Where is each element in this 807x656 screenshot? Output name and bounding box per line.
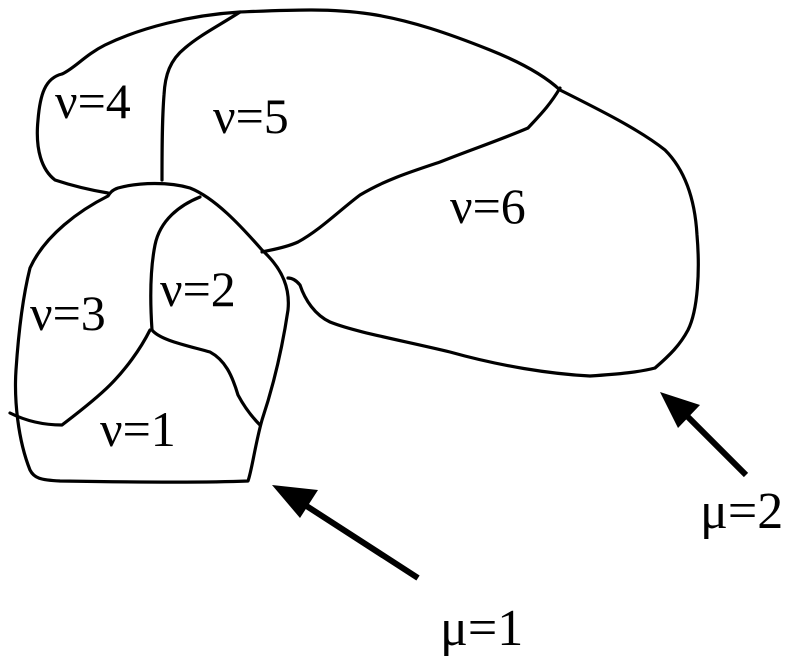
region-label-5: ν=5 <box>213 88 289 144</box>
region-label-1: ν=1 <box>100 401 176 457</box>
region-label-4: ν=4 <box>55 73 131 129</box>
arrow-mu-2 <box>682 411 749 478</box>
arrow-mu-1 <box>303 502 420 581</box>
group-label-mu-2: μ=2 <box>700 483 783 540</box>
region-2-boundary <box>149 195 262 427</box>
arrow-mu-2-head <box>660 392 700 428</box>
upper-lobe-outline <box>35 8 700 378</box>
region-label-2: ν=2 <box>160 261 236 317</box>
group-label-mu-1: μ=1 <box>440 600 523 656</box>
arrow-mu-1-head <box>272 485 318 518</box>
region-4-5-boundary <box>160 10 242 182</box>
region-3-1-boundary <box>8 328 152 427</box>
region-label-6: ν=6 <box>450 178 526 234</box>
region-5-6-boundary <box>260 86 562 254</box>
region-label-3: ν=3 <box>30 285 106 341</box>
front-body-outline <box>13 181 290 484</box>
